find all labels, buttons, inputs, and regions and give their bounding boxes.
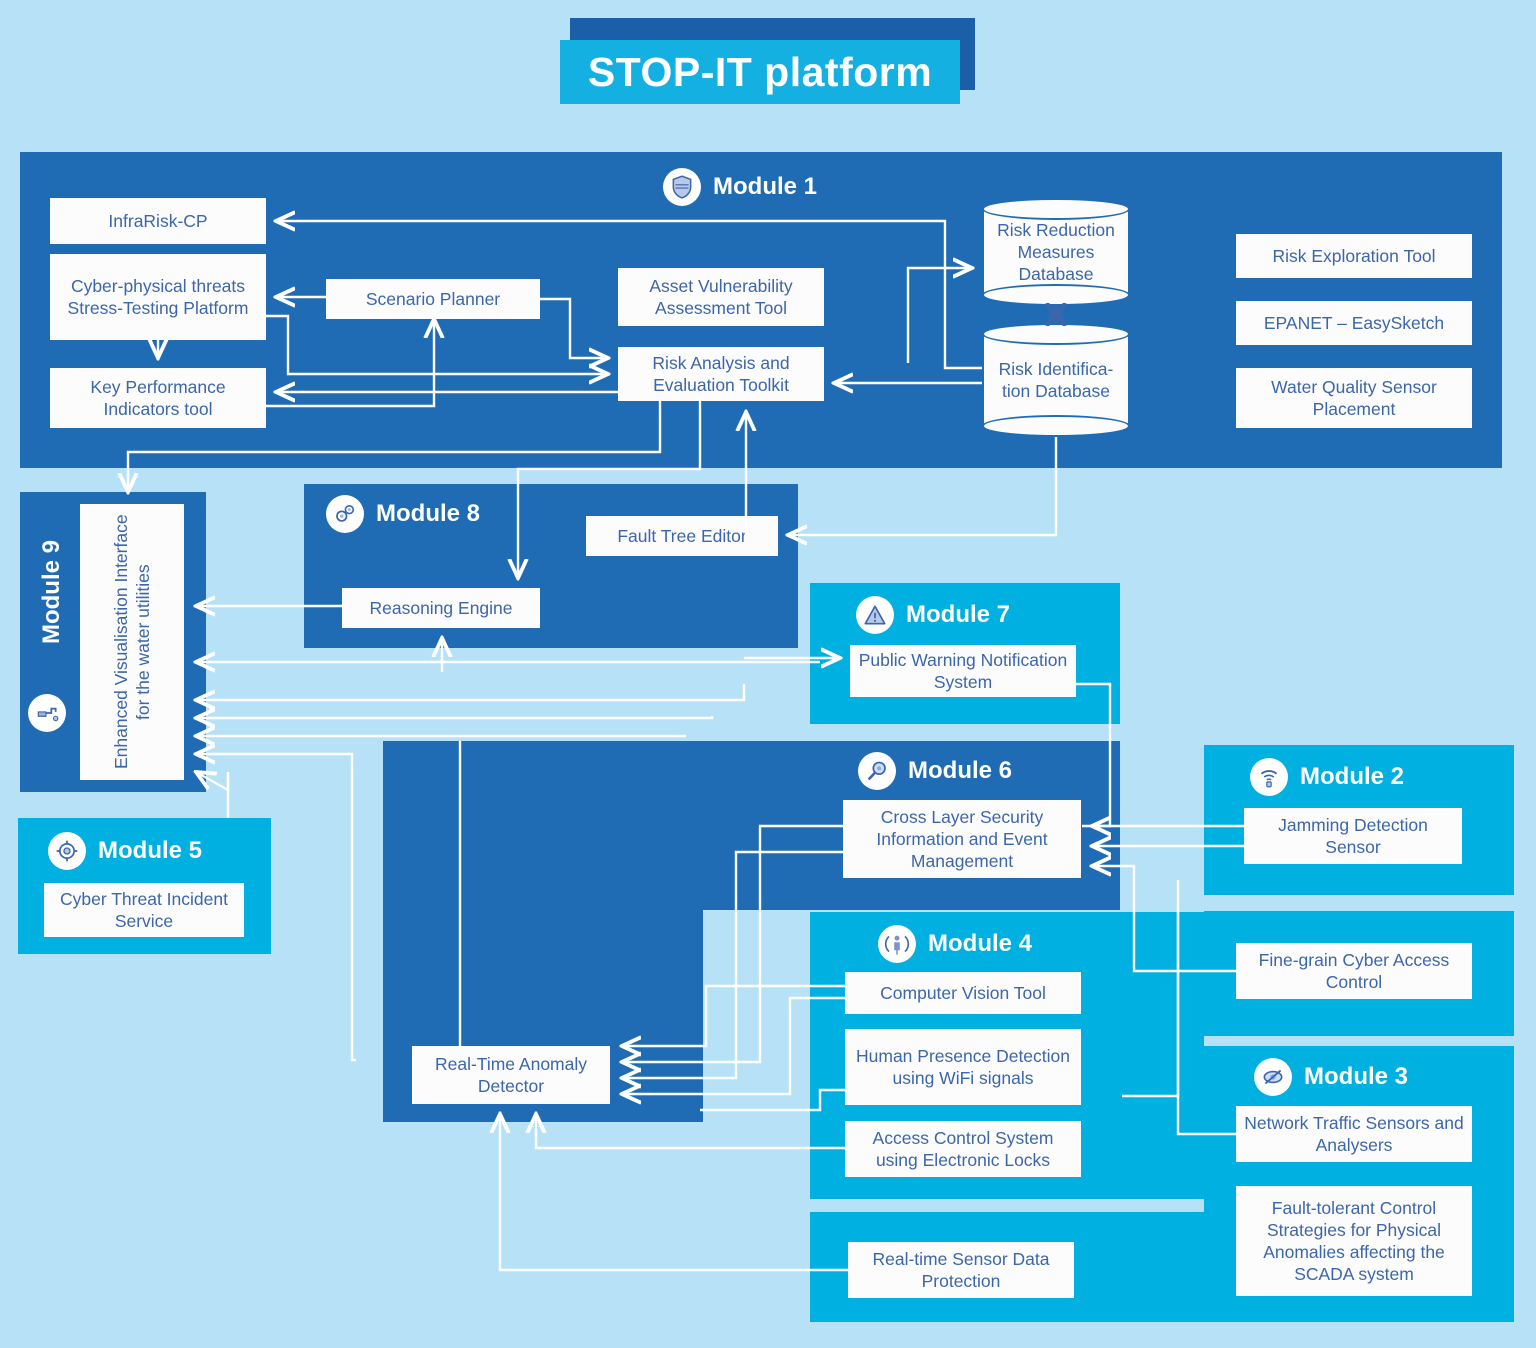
tool-epanet-easysketch[interactable]: EPANET – EasySketch [1236, 301, 1472, 345]
cylinder-body [982, 209, 1130, 295]
tool-kpi[interactable]: Key Performance Indicators tool [50, 368, 266, 428]
cylinder-top [982, 198, 1130, 220]
tool-infrarisk-cp[interactable]: InfraRisk-CP [50, 198, 266, 244]
tool-risk-analysis-toolkit[interactable]: Risk Analysis and Evaluation Toolkit [618, 347, 824, 401]
tool-enhanced-visualisation-label: Enhanced Visualisation Interface for the… [110, 514, 153, 770]
module-2-header: Module 2 [1250, 758, 1404, 796]
module-3-label: Module 3 [1304, 1063, 1409, 1090]
tool-computer-vision-tool[interactable]: Computer Vision Tool [845, 972, 1081, 1014]
db-risk-reduction-measures[interactable]: Risk Reduction Measures Database [982, 198, 1130, 306]
tool-access-control-electronic-locks[interactable]: Access Control System using Electronic L… [845, 1121, 1081, 1177]
module-5-label: Module 5 [98, 837, 203, 864]
module-4-label: Module 4 [928, 930, 1033, 957]
module-7-header: Module 7 [856, 596, 1010, 634]
tool-cross-layer-siem[interactable]: Cross Layer Security Information and Eve… [843, 800, 1081, 878]
cylinder-body [982, 334, 1130, 426]
tool-jamming-detection-sensor[interactable]: Jamming Detection Sensor [1244, 808, 1462, 864]
warning-triangle-icon [856, 596, 894, 634]
tool-network-traffic-sensors[interactable]: Network Traffic Sensors and Analysers [1236, 1106, 1472, 1162]
tool-water-quality-sensor-placement[interactable]: Water Quality Sensor Placement [1236, 368, 1472, 428]
tool-reasoning-engine[interactable]: Reasoning Engine [342, 588, 540, 628]
tool-cyber-physical-stress-testing[interactable]: Cyber-physical threats Stress-Testing Pl… [50, 254, 266, 340]
module-8-label: Module 8 [376, 500, 481, 527]
human-presence-icon [878, 925, 916, 963]
target-crosshair-icon [48, 832, 86, 870]
tool-human-presence-detection-wifi[interactable]: Human Presence Detection using WiFi sign… [845, 1029, 1081, 1105]
network-eye-icon [1254, 1058, 1292, 1096]
tool-real-time-anomaly-detector[interactable]: Real-Time Anomaly Detector [412, 1046, 610, 1104]
db-risk-identification[interactable]: Risk Identifica-tion Database [982, 323, 1130, 437]
module-4-header: Module 4 [878, 925, 1032, 963]
db-risk-reduction-label: Risk Reduction Measures Database [997, 219, 1115, 285]
tool-risk-exploration[interactable]: Risk Exploration Tool [1236, 234, 1472, 278]
module-6-header: Module 6 [858, 752, 1012, 790]
module-1-label: Module 1 [713, 173, 818, 200]
tool-fine-grain-cyber-access-control[interactable]: Fine-grain Cyber Access Control [1236, 943, 1472, 999]
tool-public-warning-notification-system[interactable]: Public Warning Notification System [850, 645, 1076, 697]
tool-cyber-threat-incident-service[interactable]: Cyber Threat Incident Service [44, 883, 244, 937]
tool-asset-vulnerability[interactable]: Asset Vulnerability Assessment Tool [618, 268, 824, 326]
title-bar [560, 40, 960, 104]
module-8-header: Module 8 [326, 495, 480, 533]
magnifier-icon [858, 752, 896, 790]
title-text: STOP-IT platform [587, 48, 933, 95]
water-tap-icon [28, 694, 66, 732]
tool-fault-tolerant-control-strategies[interactable]: Fault-tolerant Control Strategies for Ph… [1236, 1186, 1472, 1296]
module-6-label: Module 6 [908, 757, 1013, 784]
module-3-header: Module 3 [1254, 1058, 1408, 1096]
db-risk-identification-label: Risk Identifica-tion Database [998, 358, 1114, 401]
wifi-signal-icon [1250, 758, 1288, 796]
module-2-label: Module 2 [1300, 763, 1405, 790]
tool-real-time-sensor-data-protection[interactable]: Real-time Sensor Data Protection [848, 1242, 1074, 1298]
module-9-label: Module 9 [38, 540, 65, 645]
page-title: STOP-IT platform [560, 18, 980, 108]
tool-fault-tree-editor[interactable]: Fault Tree Editor [586, 516, 778, 556]
module-5-header: Module 5 [48, 832, 202, 870]
module-1-header: Module 1 [663, 168, 817, 206]
cylinder-bottom [982, 415, 1130, 437]
tool-scenario-planner[interactable]: Scenario Planner [326, 279, 540, 319]
gears-icon [326, 495, 364, 533]
tool-enhanced-visualisation-interface[interactable]: Enhanced Visualisation Interface for the… [80, 504, 184, 780]
module-7-label: Module 7 [906, 601, 1011, 628]
shield-icon [663, 168, 701, 206]
